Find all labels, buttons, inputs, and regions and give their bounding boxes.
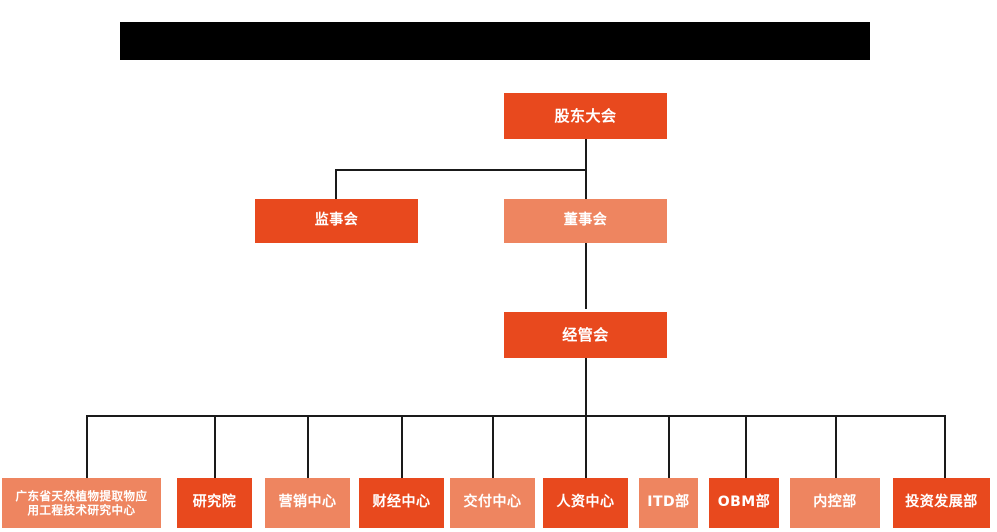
node-itd-dept[interactable]: ITD部 [639,478,698,528]
connector-drop-hr-center [585,415,587,478]
node-research-institute[interactable]: 研究院 [177,478,252,528]
connector-drop-marketing-center [307,415,309,478]
node-internal-control-dept[interactable]: 内控部 [790,478,880,528]
node-directors[interactable]: 董事会 [504,199,667,243]
node-label-delivery-center: 交付中心 [463,494,522,511]
node-label-research-institute: 研究院 [192,494,237,511]
node-label-investment-development-dept: 投资发展部 [905,494,978,511]
node-research-center-gd[interactable]: 广东省天然植物提取物应 用工程技术研究中心 [2,478,161,528]
connector-departments-bus [86,415,945,417]
node-label-marketing-center: 营销中心 [278,494,337,511]
connector-drop-research-institute [214,415,216,478]
connector-drop-internal-control-dept [835,415,837,478]
node-label-supervisors: 监事会 [314,212,359,229]
node-finance-center[interactable]: 财经中心 [359,478,444,528]
connector-to-supervisors [335,169,337,200]
connector-management-down [585,358,587,416]
connector-directors-to-management [585,243,587,309]
connector-drop-research-center-gd [86,415,88,478]
node-label-directors: 董事会 [563,212,608,229]
node-label-internal-control-dept: 内控部 [813,494,857,511]
node-delivery-center[interactable]: 交付中心 [450,478,535,528]
node-label-hr-center: 人资中心 [556,494,615,511]
connector-shareholders-down [585,139,587,170]
connector-to-directors [585,169,587,200]
node-supervisors[interactable]: 监事会 [255,199,418,243]
connector-drop-finance-center [401,415,403,478]
connector-level2-bus [335,169,586,171]
node-label-obm-dept: OBM部 [717,494,771,511]
connector-drop-itd-dept [668,415,670,478]
node-label-management: 经管会 [562,325,609,344]
node-label-shareholders: 股东大会 [554,106,617,125]
node-label-finance-center: 财经中心 [372,494,431,511]
node-marketing-center[interactable]: 营销中心 [265,478,350,528]
connector-drop-investment-development-dept [944,415,946,478]
node-hr-center[interactable]: 人资中心 [543,478,628,528]
node-management[interactable]: 经管会 [504,312,667,358]
node-label-itd-dept: ITD部 [647,494,690,511]
node-label-research-center-gd: 广东省天然植物提取物应 用工程技术研究中心 [15,488,148,517]
connector-drop-delivery-center [492,415,494,478]
node-obm-dept[interactable]: OBM部 [709,478,779,528]
redacted-title-bar [120,22,870,60]
connector-drop-obm-dept [745,415,747,478]
node-shareholders[interactable]: 股东大会 [504,93,667,139]
node-investment-development-dept[interactable]: 投资发展部 [893,478,990,528]
